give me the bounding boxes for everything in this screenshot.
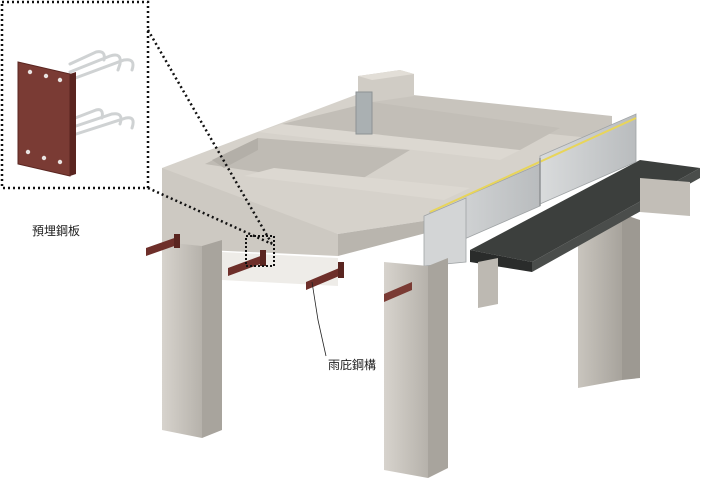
column-front-left xyxy=(162,240,222,438)
canopy-steel-label: 雨庇鋼構 xyxy=(328,358,377,372)
embedded-steel-plate-icon xyxy=(17,50,135,177)
roof-deck xyxy=(470,160,700,272)
leader-line-canopy xyxy=(311,281,327,357)
column-back-right xyxy=(578,214,640,388)
steel-bracket-4 xyxy=(384,282,412,302)
embedded-plate-label: 預埋鋼板 xyxy=(32,224,81,238)
planter-cells xyxy=(205,90,612,200)
column-front-center xyxy=(384,258,448,478)
steel-bracket-3 xyxy=(306,262,344,290)
column-mid xyxy=(478,258,498,308)
pier-top-block xyxy=(355,70,414,135)
rebar-hook-icon xyxy=(68,50,135,138)
glass-parapet xyxy=(423,113,637,267)
steel-bracket-1 xyxy=(146,234,180,256)
